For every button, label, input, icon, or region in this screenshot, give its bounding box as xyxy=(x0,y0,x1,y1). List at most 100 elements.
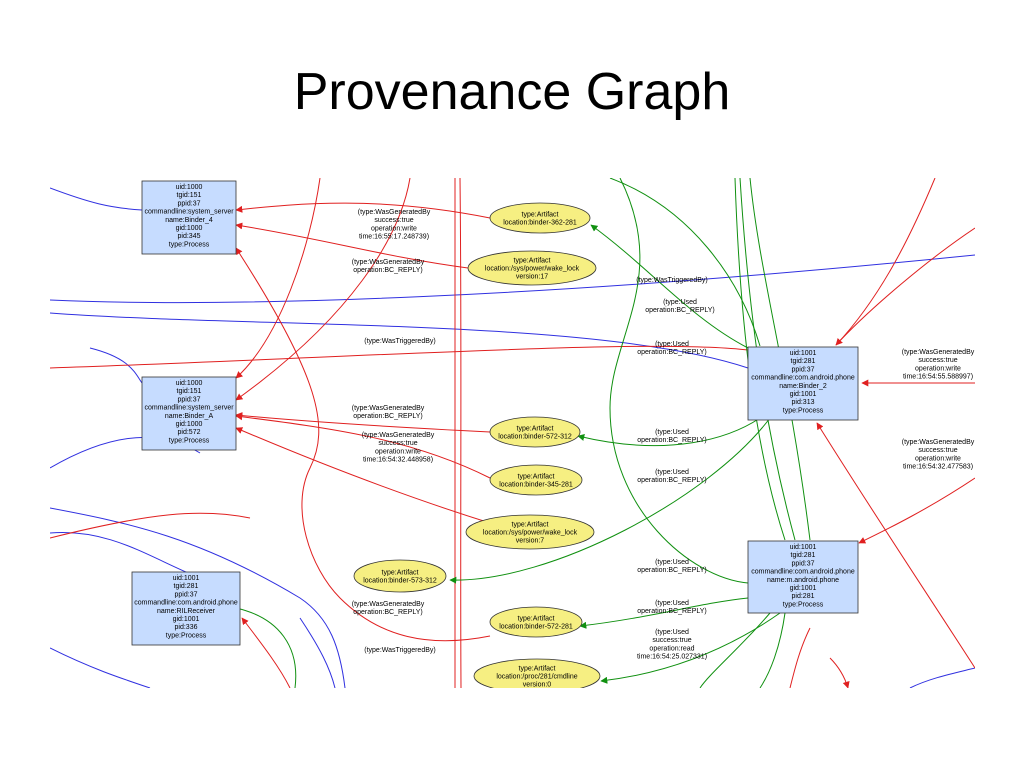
artifact-node: type:Artifact location:binder-362-281 xyxy=(489,202,591,234)
edge-label-text: operation:BC_REPLY) xyxy=(645,307,715,314)
process-node: uid:1000tgid:151ppid:37commandline:syste… xyxy=(141,180,237,255)
edge-generated xyxy=(235,247,491,642)
artifact-attr: type:Artifact xyxy=(518,615,555,622)
edge-label-text: (type:Used xyxy=(655,629,689,636)
edge-label-text: (type:WasTriggeredBy) xyxy=(364,647,435,654)
edge-label-text: success:true xyxy=(374,217,413,224)
process-attr: ppid:37 xyxy=(175,591,198,598)
edge-label-text: (type:Used xyxy=(655,429,689,436)
process-attr: uid:1000 xyxy=(176,380,203,387)
process-attr: uid:1001 xyxy=(173,575,200,582)
edge-label: (type:Usedsuccess:trueoperation:readtime… xyxy=(637,629,707,661)
edge-used xyxy=(449,417,771,584)
edge-used xyxy=(609,178,761,347)
edge-generated xyxy=(235,413,491,479)
process-attr: tgid:151 xyxy=(177,388,202,395)
process-attr: pid:345 xyxy=(178,233,201,240)
process-attr: type:Process xyxy=(169,241,210,248)
process-attr: name:Binder_A xyxy=(165,413,214,420)
artifact-ellipse xyxy=(489,606,583,638)
artifact-node: type:Artifactlocation:/sys/power/wake_lo… xyxy=(465,514,595,550)
edge-used xyxy=(699,612,771,688)
edge-label-text: success:true xyxy=(918,447,957,454)
edge-label-text: operation:read xyxy=(649,645,694,652)
edge-used xyxy=(579,597,749,629)
edge-generated xyxy=(241,617,291,688)
edges xyxy=(50,178,975,688)
edge-label-text: (type:WasTriggeredBy) xyxy=(636,277,707,284)
edge-label-text: (type:WasGeneratedBy xyxy=(352,405,425,412)
edge-label-text: (type:Used xyxy=(663,299,697,306)
edge-label-text: operation:BC_REPLY) xyxy=(637,437,707,444)
process-node: uid:1001tgid:281ppid:37commandline:com.a… xyxy=(747,540,859,614)
edge-generated xyxy=(816,422,975,669)
edge-label-text: (type:WasGeneratedBy xyxy=(902,349,975,356)
edge-label: (type:WasGeneratedBysuccess:trueoperatio… xyxy=(362,432,435,464)
process-attr: ppid:37 xyxy=(792,560,815,567)
artifact-attr: version:17 xyxy=(516,274,548,281)
edge-label-text: time:16:55:17.248739) xyxy=(359,234,429,241)
artifact-ellipse xyxy=(473,658,601,688)
artifact-ellipse xyxy=(467,250,597,286)
edge-generated xyxy=(835,227,975,346)
process-attr: type:Process xyxy=(169,437,210,444)
edge-label-text: operation:BC_REPLY) xyxy=(353,609,423,616)
process-attr: gid:1000 xyxy=(176,225,203,232)
process-attr: ppid:37 xyxy=(178,200,201,207)
edge-label-text: time:16:54:32.448958) xyxy=(363,457,433,464)
artifact-attr: type:Artifact xyxy=(382,569,419,576)
process-attr: tgid:281 xyxy=(791,552,816,559)
process-attr: name:m.android.phone xyxy=(767,577,839,584)
edge-label-text: (type:Used xyxy=(655,341,689,348)
edge-generated xyxy=(235,412,491,433)
edge-label-text: (type:WasTriggeredBy) xyxy=(364,338,435,345)
artifact-attr: location:binder-362-281 xyxy=(503,220,577,227)
slide-title: Provenance Graph xyxy=(293,63,731,121)
artifact-attr: location:/sys/power/wake_lock xyxy=(485,266,580,273)
artifact-attr: type:Artifact xyxy=(514,257,551,264)
edge-triggered xyxy=(50,312,749,369)
edge-label-text: operation:BC_REPLY) xyxy=(637,608,707,615)
process-attr: commandline:com.android.phone xyxy=(751,569,855,576)
edge-triggered xyxy=(299,617,336,688)
artifact-attr: location:binder-572-312 xyxy=(498,434,572,441)
artifact-attr: location:binder-573-312 xyxy=(363,578,437,585)
edge-label-text: (type:WasGeneratedBy xyxy=(352,259,425,266)
edge-generated xyxy=(789,627,811,688)
edge-generated xyxy=(50,345,749,369)
edge-generated xyxy=(835,178,936,346)
process-attr: pid:336 xyxy=(175,624,198,631)
edge-label-text: success:true xyxy=(652,637,691,644)
process-attr: uid:1000 xyxy=(176,184,203,191)
edge-generated xyxy=(459,178,462,688)
artifact-attr: location:/proc/281/cmdline xyxy=(496,674,577,681)
process-attr: type:Process xyxy=(783,601,824,608)
process-attr: commandline:com.android.phone xyxy=(134,600,238,607)
edge-label-text: operation:write xyxy=(915,365,961,372)
process-attr: name:RILReceiver xyxy=(157,608,216,615)
process-attr: pid:313 xyxy=(792,399,815,406)
artifact-ellipse xyxy=(353,559,447,593)
edge-triggered xyxy=(50,647,151,688)
process-box xyxy=(131,571,241,646)
process-attr: commandline:com.android.phone xyxy=(751,375,855,382)
edge-triggered xyxy=(50,187,143,211)
edge-used xyxy=(235,607,297,688)
process-box xyxy=(141,376,237,451)
process-attr: name:Binder_4 xyxy=(165,217,213,224)
artifact-node: type:Artifactlocation:/proc/281/cmdlinev… xyxy=(473,658,601,688)
artifact-attr: type:Artifact xyxy=(522,211,559,218)
artifact-ellipse xyxy=(489,464,583,496)
edge-label-text: (type:WasGeneratedBy xyxy=(902,439,975,446)
edge-generated xyxy=(235,427,491,524)
edge-label-text: operation:write xyxy=(375,448,421,455)
process-node: uid:1001tgid:281ppid:37commandline:com.a… xyxy=(747,346,859,421)
